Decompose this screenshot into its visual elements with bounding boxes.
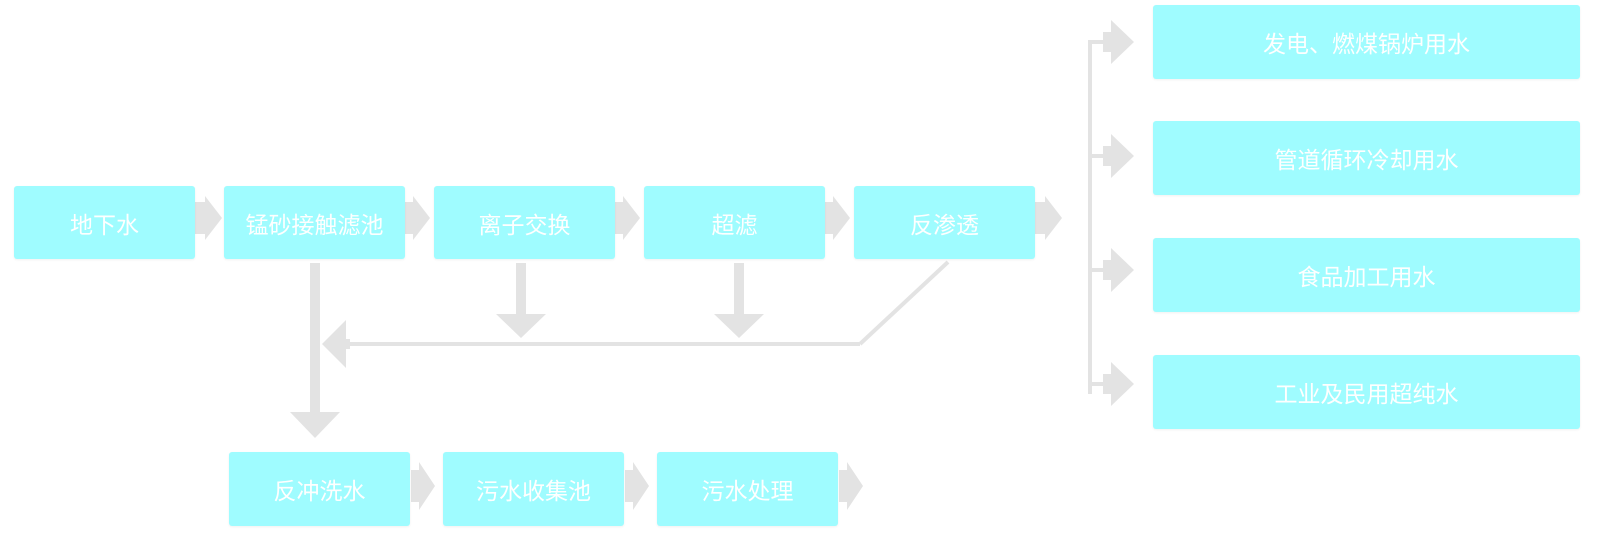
node-sewage-treatment: 污水处理 <box>657 452 838 526</box>
node-ion-exchange: 离子交换 <box>434 186 615 259</box>
node-reverse-osmosis: 反渗透 <box>854 186 1035 259</box>
arrow-down-from-ion-exchange <box>496 263 546 338</box>
node-ultrafiltration: 超滤 <box>644 186 825 259</box>
arrow-treatment-out <box>839 462 863 510</box>
node-food-processing-water: 食品加工用水 <box>1153 238 1580 312</box>
arrow-to-boiler-water <box>1103 20 1134 64</box>
node-pipe-cooling-water: 管道循环冷却用水 <box>1153 121 1580 195</box>
arrow-down-to-backwash <box>290 263 340 438</box>
arrow-groundwater-to-filter <box>195 196 222 240</box>
node-boiler-water: 发电、燃煤锅炉用水 <box>1153 5 1580 79</box>
arrow-uf-to-ro <box>825 196 850 240</box>
arrow-down-from-uf <box>714 263 764 338</box>
node-sewage-collection-tank: 污水收集池 <box>443 452 624 526</box>
arrow-filter-to-ion-exchange <box>405 196 430 240</box>
arrow-ion-exchange-to-uf <box>615 196 640 240</box>
node-ultrapure-water: 工业及民用超纯水 <box>1153 355 1580 429</box>
arrow-return-left <box>322 320 350 368</box>
arrow-backwash-to-collection <box>411 462 435 510</box>
arrow-ro-to-outputs <box>1035 196 1062 240</box>
return-line-diagonal <box>858 260 950 346</box>
arrow-to-food-processing-water <box>1103 248 1134 292</box>
node-groundwater: 地下水 <box>14 186 195 259</box>
node-manganese-sand-filter: 锰砂接触滤池 <box>224 186 405 259</box>
arrow-to-pipe-cooling-water <box>1103 134 1134 178</box>
arrow-collection-to-treatment <box>625 462 649 510</box>
arrow-to-ultrapure-water <box>1103 362 1134 406</box>
node-backwash-water: 反冲洗水 <box>229 452 410 526</box>
